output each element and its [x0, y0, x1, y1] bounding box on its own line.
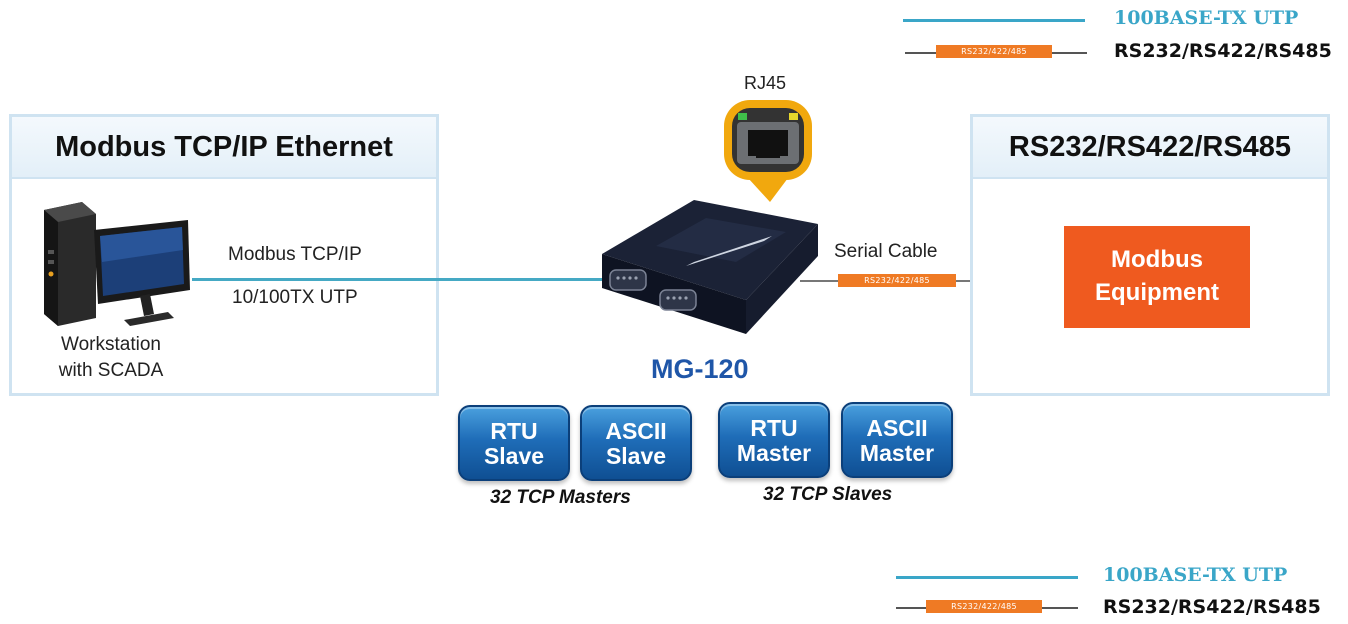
- rj45-label: RJ45: [744, 73, 787, 93]
- legend-bottom-serial-tag: RS232/422/485: [926, 600, 1042, 613]
- rtu-slave-badge: RTU Slave: [458, 405, 570, 481]
- legend-bottom-utp-line: [896, 576, 1078, 579]
- serial-cable-label: Serial Cable: [834, 241, 938, 262]
- rtu-slave-line2: Slave: [483, 443, 545, 469]
- rtu-master-line1: RTU: [750, 415, 798, 441]
- device-model-label: MG-120: [651, 354, 749, 384]
- legend-utp-line: [903, 19, 1085, 22]
- ascii-slave-line2: Slave: [605, 443, 667, 469]
- rtu-master-badge: RTU Master: [718, 402, 830, 478]
- ascii-slave-badge: ASCII Slave: [580, 405, 692, 481]
- rj45-port-callout: [724, 100, 812, 202]
- serial-cable-tag: RS232/422/485: [838, 274, 956, 287]
- legend-serial-label: RS232/RS422/RS485: [1114, 40, 1332, 62]
- master-group-label: 32 TCP Slaves: [763, 484, 893, 505]
- legend-serial-tag: RS232/422/485: [936, 45, 1052, 58]
- modbus-equipment-box: Modbus Equipment: [1064, 226, 1250, 328]
- ethernet-link-speed: 10/100TX UTP: [232, 287, 358, 308]
- workstation-label: Workstation with SCADA: [36, 332, 186, 384]
- slave-group-label: 32 TCP Masters: [490, 487, 631, 508]
- legend-utp-label: 100BASE-TX UTP: [1114, 7, 1299, 29]
- ethernet-panel-title: Modbus TCP/IP Ethernet: [12, 117, 436, 179]
- legend-bottom-serial-label: RS232/RS422/RS485: [1103, 596, 1321, 618]
- serial-panel-title: RS232/RS422/RS485: [973, 117, 1327, 179]
- ethernet-cable: [192, 278, 632, 281]
- workstation-label-line1: Workstation: [61, 334, 161, 355]
- ascii-master-badge: ASCII Master: [841, 402, 953, 478]
- workstation-label-line2: with SCADA: [58, 360, 164, 381]
- mg-120-device: [602, 200, 818, 334]
- workstation-icon: [44, 202, 190, 326]
- ethernet-link-label: Modbus TCP/IP: [228, 244, 362, 265]
- modbus-equipment-line2: Equipment: [1095, 279, 1219, 306]
- serial-panel: RS232/RS422/RS485: [970, 114, 1330, 396]
- modbus-equipment-line1: Modbus: [1111, 246, 1203, 273]
- ascii-slave-line1: ASCII: [605, 418, 667, 444]
- rtu-slave-line1: RTU: [490, 418, 538, 444]
- legend-bottom-utp-label: 100BASE-TX UTP: [1103, 564, 1288, 586]
- ascii-master-line1: ASCII: [866, 415, 928, 441]
- ascii-master-line2: Master: [859, 440, 935, 466]
- rtu-master-line2: Master: [736, 440, 812, 466]
